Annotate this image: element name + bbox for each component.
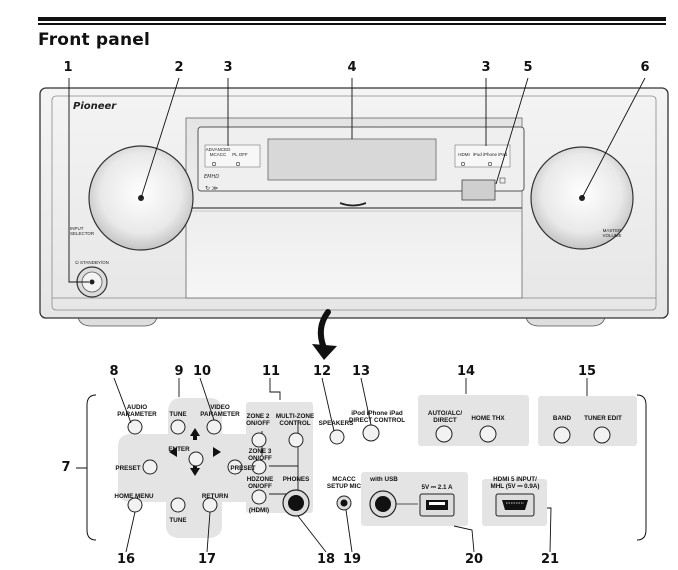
callout-15: 15 [577,364,597,379]
svg-text:↻ ≫: ↻ ≫ [205,185,218,192]
lower-leader-lines [113,377,588,553]
video-parameter-label: VIDEO PARAMETER [200,404,240,418]
section-title: Front panel [38,30,151,50]
callout-3-right: 3 [481,60,491,75]
hdmi5-input-label: HDMI 5 INPUT/ MHL (5V ⎓ 0.9A) [490,476,540,490]
advanced-mcacc-indicator: ADVANCED MCACC [205,147,231,157]
hdmi-port [495,493,535,517]
zone3-label: ZONE 3 ON/OFF [248,448,272,462]
callout-17: 17 [197,552,217,567]
preset-left-label: PRESET [115,465,141,472]
callout-18: 18 [316,552,336,567]
pl-off-indicator: PL OFF [232,152,248,157]
standby-button [76,266,108,298]
header-rule-thin [38,23,666,25]
tune-down-label: TUNE [169,517,187,524]
usb-power-label: 5V ⎓ 2.1 A [421,484,453,491]
callout-4: 4 [347,60,357,75]
callout-13: 13 [351,364,371,379]
callout-21: 21 [540,552,560,567]
svg-text:EMHD: EMHD [204,174,219,180]
speakers-label: SPEAKERS [318,420,354,427]
open-door-arrow [317,309,331,351]
master-volume-label: MASTER VOLUME [602,228,622,238]
tune-up-label: TUNE [169,411,187,418]
sub-panel-outline [76,394,647,541]
zone2-label: ZONE 2 ON/OFF [246,413,270,427]
callout-11: 11 [261,364,281,379]
lower-panel-buttons [127,419,611,513]
preset-right-label: PRESET [230,465,256,472]
callout-7: 7 [61,460,71,475]
callout-8: 8 [109,364,119,379]
header-rule-thick [38,17,666,21]
callout-2: 2 [174,60,184,75]
home-thx-label: HOME THX [471,415,505,422]
usb-ipod-jack [369,490,418,518]
usb-port [419,493,455,517]
callout-16: 16 [116,552,136,567]
home-menu-label: HOME MENU [114,493,154,500]
with-usb-label: with USB [370,476,398,483]
enter-label: ENTER [168,446,190,453]
hdmi-note-label: (HDMI) [248,507,270,514]
multizone-control-label: MULTI-ZONE CONTROL [275,413,315,427]
callout-1: 1 [63,60,73,75]
phones-label: PHONES [282,476,310,483]
mcacc-setup-mic-label: MCACC SETUP MIC [326,476,362,490]
callout-19: 19 [342,552,362,567]
receiver-body: EMHD ↻ ≫ [39,87,669,319]
standby-on-label: ⏻ STANDBY/ON [75,260,109,265]
brand-logo-text: Pioneer [73,101,117,112]
tuner-edit-label: TUNER EDIT [584,415,622,422]
multizone-control-button [288,432,304,448]
callout-3-left: 3 [223,60,233,75]
callout-12: 12 [312,364,332,379]
mcacc-mic-jack [336,495,352,511]
top-leader-lines [68,77,646,283]
callout-9: 9 [174,364,184,379]
callout-20: 20 [464,552,484,567]
hdzone-label: HDZONE ON/OFF [246,476,274,490]
callout-5: 5 [523,60,533,75]
ipod-direct-control-label: iPod iPhone iPad DIRECT CONTROL [348,410,406,424]
hdmi-indicator: HDMI [458,152,470,157]
auto-alc-direct-label: AUTO/ALC/ DIRECT [427,410,463,424]
callout-6: 6 [640,60,650,75]
input-selector-label: INPUT SELECTOR [70,226,95,236]
phones-jack [282,489,310,517]
ipod-indicator: iPod iPhone iPad [472,152,508,157]
open-door-arrowhead [312,344,337,360]
callout-14: 14 [456,364,476,379]
band-label: BAND [552,415,572,422]
return-label: RETURN [201,493,229,500]
callout-10: 10 [192,364,212,379]
audio-parameter-label: AUDIO PARAMETER [117,404,157,418]
